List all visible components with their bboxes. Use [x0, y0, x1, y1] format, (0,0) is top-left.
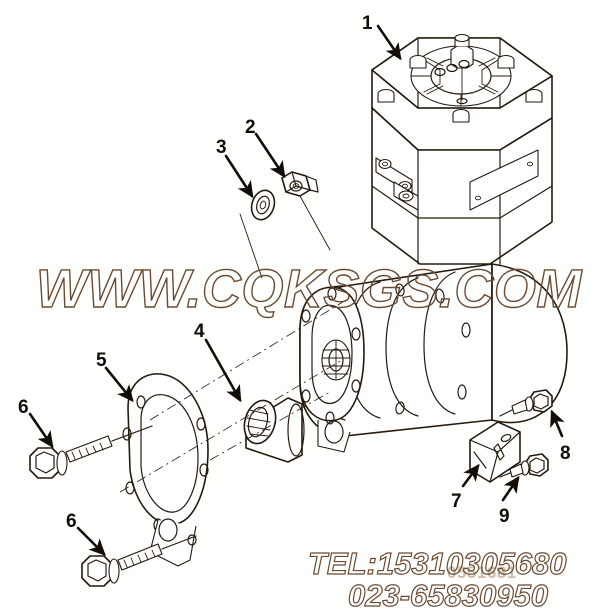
- callout-6-lower: 6: [66, 511, 77, 532]
- head-corner-bosses: [377, 54, 543, 123]
- compressor-head-assembly: [371, 33, 553, 151]
- leader-4: [204, 338, 242, 403]
- bracket-bolt-lower: [499, 453, 549, 478]
- crankcase-mounting-flange: [299, 286, 365, 453]
- leader-1: [376, 24, 402, 61]
- bracket-bolt-upper: [499, 389, 553, 417]
- washer: [250, 189, 276, 221]
- gasket: [122, 373, 209, 567]
- callout-7: 7: [451, 491, 462, 512]
- drive-gear-splined: [321, 339, 351, 381]
- callout-5: 5: [96, 350, 107, 371]
- watermark-telephone-line2: 023-65830950: [347, 577, 548, 613]
- capscrew-upper: [29, 425, 153, 479]
- callout-9: 9: [499, 506, 510, 527]
- callout-6-upper: 6: [18, 397, 29, 418]
- watermark-telephone-line1: TEL:15310305680: [307, 545, 567, 581]
- support-bracket: [469, 421, 521, 483]
- watermark-domain: WWW.CQKSGS.COM: [35, 258, 582, 319]
- leader-6-lower: [76, 526, 106, 556]
- capscrew-lower: [81, 535, 197, 587]
- leader-8: [550, 409, 565, 438]
- compressor-cylinder-block: [371, 107, 553, 265]
- leader-7: [461, 463, 480, 488]
- part-number-label: 0551681: [447, 563, 517, 582]
- assembly-centerlines: [119, 195, 347, 493]
- callout-1: 1: [362, 13, 373, 34]
- identification-plate: [469, 149, 539, 211]
- callout-2: 2: [245, 117, 256, 138]
- leader-6-upper: [28, 412, 54, 449]
- leader-2: [254, 132, 286, 179]
- hex-nut: [281, 171, 319, 197]
- callout-3: 3: [216, 137, 227, 158]
- leader-9: [501, 475, 520, 502]
- side-mounting-lugs: [375, 157, 419, 211]
- head-spider: [410, 45, 512, 107]
- splined-coupling-sleeve: [243, 397, 305, 463]
- head-center-boss: [450, 33, 474, 105]
- leader-5: [104, 366, 134, 403]
- callout-leaders: [28, 24, 565, 556]
- leader-3: [224, 154, 254, 199]
- head-ports: [434, 59, 470, 77]
- callout-8: 8: [560, 443, 571, 464]
- callout-4: 4: [194, 321, 205, 342]
